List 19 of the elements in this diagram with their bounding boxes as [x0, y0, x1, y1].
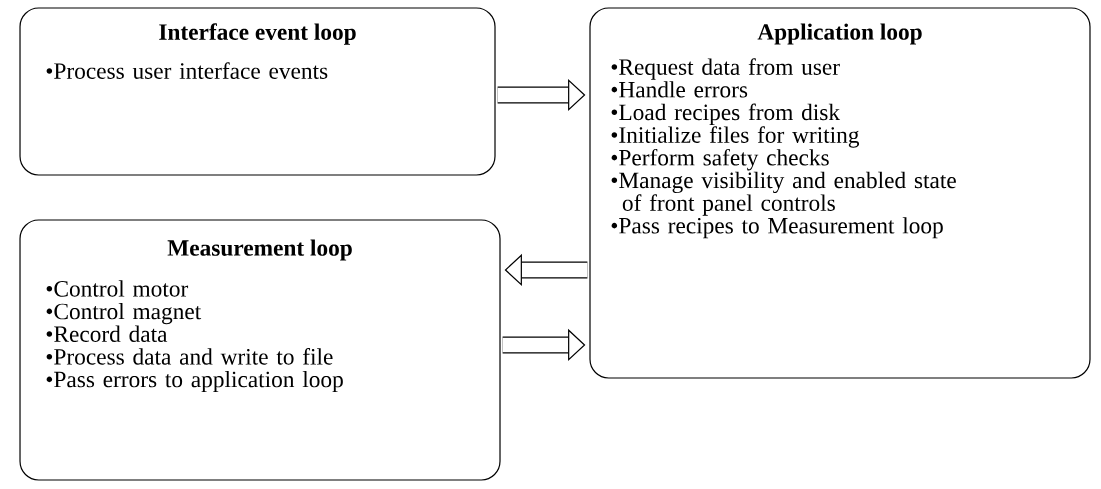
bullet-item: •Pass errors to application loop [46, 370, 343, 393]
bullet-item: •Perform safety checks [611, 148, 829, 171]
bullet-item: •Manage visibility and enabled state of front panel controls [611, 171, 956, 216]
loop-box [19, 219, 501, 481]
bullet-item: •Record data [46, 325, 168, 342]
bullet-item: •Pass recipes to Measurement loop [611, 217, 943, 239]
bullet-item: •Process user interface events [46, 62, 328, 79]
bullet-item: •Request data from user [611, 58, 840, 80]
bullet-item: •Control motor [46, 280, 189, 297]
box-heading: Interface event loop [159, 23, 356, 45]
bullet-item: •Initialize files for writing [611, 126, 860, 148]
bullet-item: •Load recipes from disk [611, 103, 841, 125]
bullet-item: •Process data and write to file [46, 348, 333, 365]
bullet-item: •Control magnet [46, 302, 202, 325]
loop-box [589, 7, 1091, 379]
box-heading: Application loop [757, 23, 922, 45]
bullet-item: •Handle errors [611, 81, 748, 98]
loop-box [19, 7, 496, 176]
box-heading: Measurement loop [167, 239, 352, 261]
